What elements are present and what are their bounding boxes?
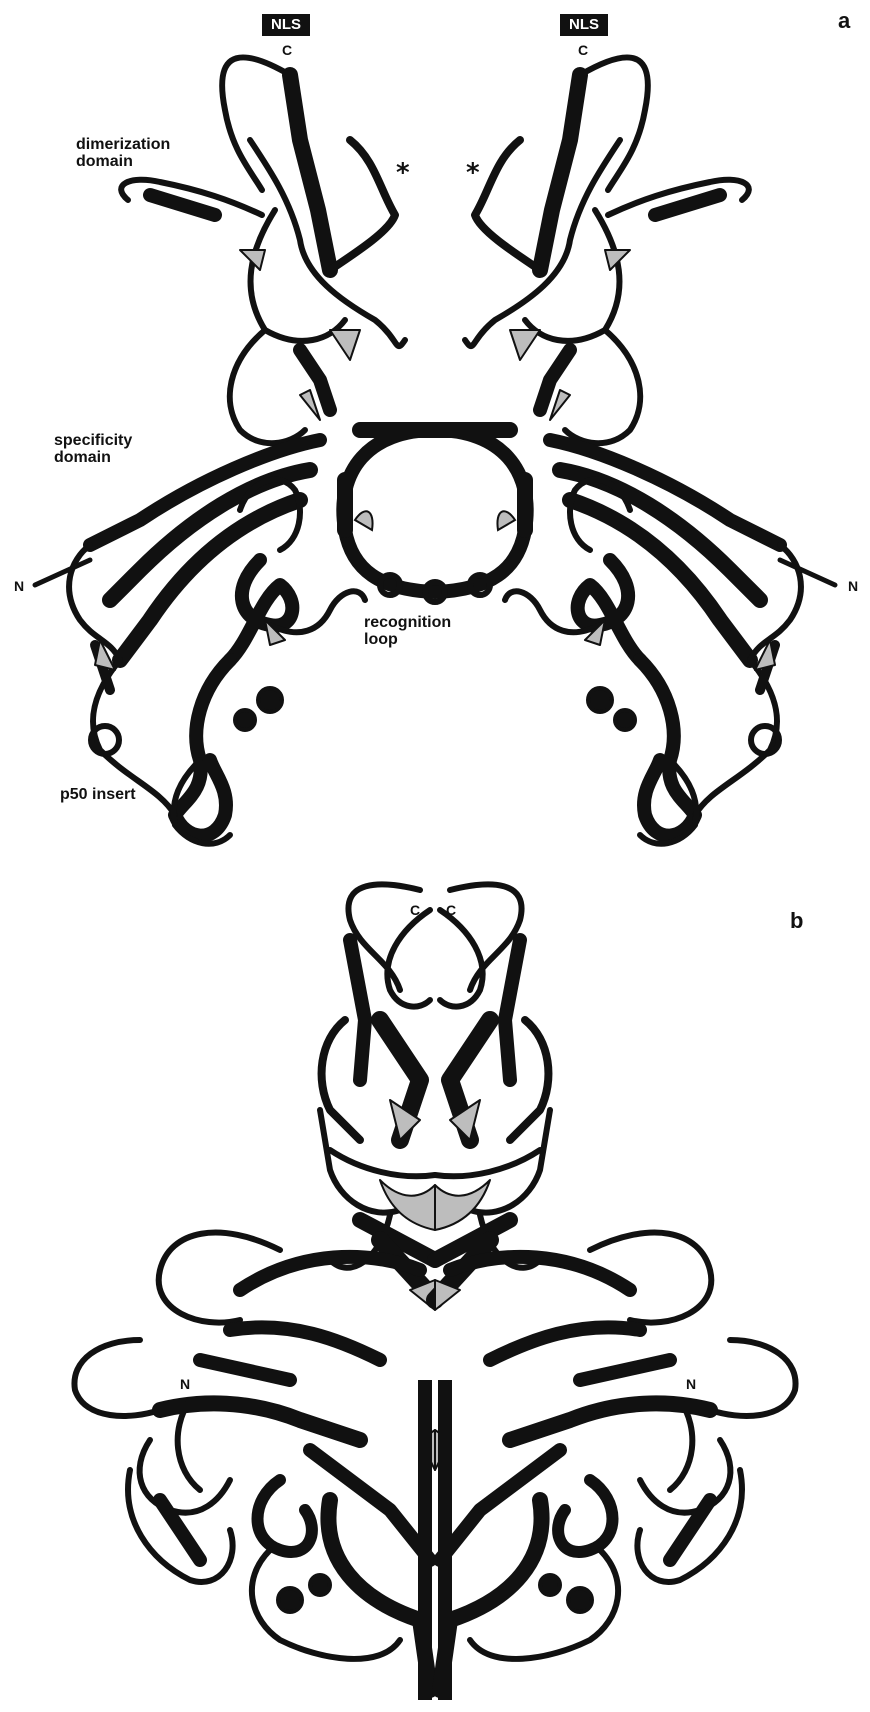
asterisk-left-marker: * xyxy=(396,158,410,188)
p50-insert-label: p50 insert xyxy=(60,786,136,803)
recognition-loop-label: recognition loop xyxy=(364,614,451,648)
monomer-right-ribbon xyxy=(465,57,835,843)
recognition-ring xyxy=(343,430,526,602)
panel-b-center-strands xyxy=(425,1380,445,1700)
b-c-terminus-left-label: C xyxy=(410,902,420,918)
dimerization-domain-label: dimerization domain xyxy=(76,136,170,170)
specificity-domain-label: specificity domain xyxy=(54,432,132,466)
panel-b-ribbon-left-half xyxy=(74,884,435,1690)
panel-b-ribbon-right-half xyxy=(435,884,796,1690)
nls-badge-left: NLS xyxy=(262,14,310,36)
nls-badge-right: NLS xyxy=(560,14,608,36)
n-terminus-left-label: N xyxy=(14,578,24,594)
n-terminus-right-label: N xyxy=(848,578,858,594)
c-terminus-left-label: C xyxy=(282,42,292,58)
panel-label-a: a xyxy=(838,8,850,34)
b-c-terminus-right-label: C xyxy=(446,902,456,918)
b-n-terminus-right-label: N xyxy=(686,1376,696,1392)
c-terminus-right-label: C xyxy=(578,42,588,58)
panel-label-b: b xyxy=(790,908,803,934)
b-n-terminus-left-label: N xyxy=(180,1376,190,1392)
asterisk-right-marker: * xyxy=(466,158,480,188)
